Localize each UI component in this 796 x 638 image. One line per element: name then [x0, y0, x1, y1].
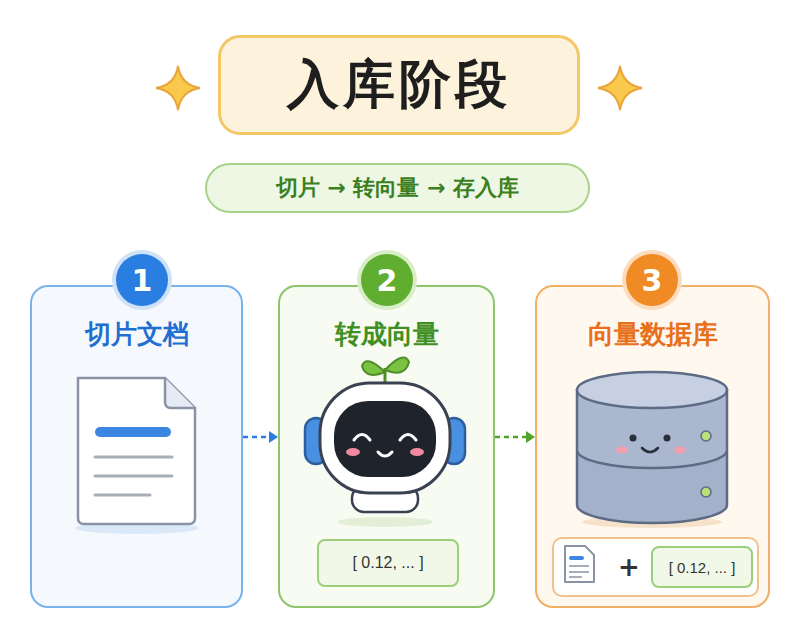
robot-mouth — [378, 452, 392, 456]
step-number: 3 — [626, 254, 678, 306]
db-cheek — [616, 447, 628, 454]
database-icon — [577, 372, 727, 528]
shadow — [75, 522, 199, 534]
vector-box: [ 0.12, ... ] — [317, 539, 459, 587]
vector-box-text: [ 0.12, ... ] — [352, 554, 423, 572]
cylinder-lid — [577, 372, 727, 408]
arrow-line — [495, 436, 526, 439]
stored-record-box-text: + — [614, 552, 644, 582]
page — [565, 546, 594, 582]
shadow — [582, 516, 722, 528]
step-card-text: 向量数据库 — [537, 317, 768, 352]
robot-cheek — [346, 448, 360, 456]
step-card-text: 切片文档 — [32, 317, 241, 352]
title-text: 入库阶段 — [287, 50, 511, 120]
title-box: 入库阶段 — [218, 35, 580, 135]
robot-head — [320, 383, 450, 493]
db-eye — [630, 435, 637, 442]
robot-face — [334, 401, 436, 477]
text-line — [95, 494, 150, 497]
db-eye — [664, 435, 671, 442]
text-line — [95, 456, 172, 459]
sprout-leaf — [385, 358, 409, 373]
heading-bar — [95, 427, 171, 437]
robot-eye — [354, 435, 370, 441]
text-line — [95, 475, 172, 478]
sparkle — [598, 66, 642, 110]
step-number-text: 2 — [377, 263, 398, 298]
sparkle — [156, 66, 200, 110]
vector-box-text: [ 0.12, ... ] — [669, 559, 736, 576]
step-number: 2 — [361, 254, 413, 306]
page-fold — [165, 378, 195, 408]
step-card: 切片文档1 — [30, 285, 243, 608]
robot-eye — [400, 435, 416, 441]
step-number: 1 — [116, 254, 168, 306]
step-card: 转成向量2[ 0.12, ... ] — [278, 285, 495, 608]
arrow-line — [243, 436, 269, 439]
flow-pill-text: 切片 → 转向量 → 存入库 — [276, 173, 520, 203]
text-line — [569, 571, 589, 573]
robot-body — [352, 486, 418, 512]
robot-ear — [443, 418, 465, 464]
robot-cheek — [410, 448, 424, 456]
flow-arrow — [495, 431, 535, 443]
flow-pill: 切片 → 转向量 → 存入库 — [205, 163, 590, 213]
sprout-stem — [384, 368, 387, 386]
text-line — [569, 576, 582, 578]
text-line — [569, 565, 589, 567]
vector-box: [ 0.12, ... ] — [651, 546, 753, 588]
cylinder-top — [577, 390, 727, 468]
db-light — [701, 487, 711, 497]
db-light — [701, 431, 711, 441]
robot-ear — [305, 418, 327, 464]
flow-arrow — [243, 431, 278, 443]
db-mouth — [642, 448, 658, 452]
step-number-text: 3 — [642, 263, 663, 298]
stored-record-box: + [ 0.12, ... ] — [552, 537, 759, 597]
arrow-head — [269, 431, 278, 443]
page — [78, 378, 195, 524]
cylinder-bottom — [577, 452, 727, 523]
db-cheek — [674, 447, 686, 454]
document-icon — [75, 378, 199, 534]
step-card: 向量数据库3+[ 0.12, ... ] — [535, 285, 770, 608]
step-number-text: 1 — [132, 263, 153, 298]
heading-bar — [569, 556, 584, 560]
arrow-head — [526, 431, 535, 443]
step-card-text: 转成向量 — [280, 317, 493, 352]
robot-mascot — [305, 358, 465, 528]
small-document-icon — [565, 546, 594, 582]
sprout-leaf — [362, 361, 385, 375]
shadow — [337, 517, 433, 527]
